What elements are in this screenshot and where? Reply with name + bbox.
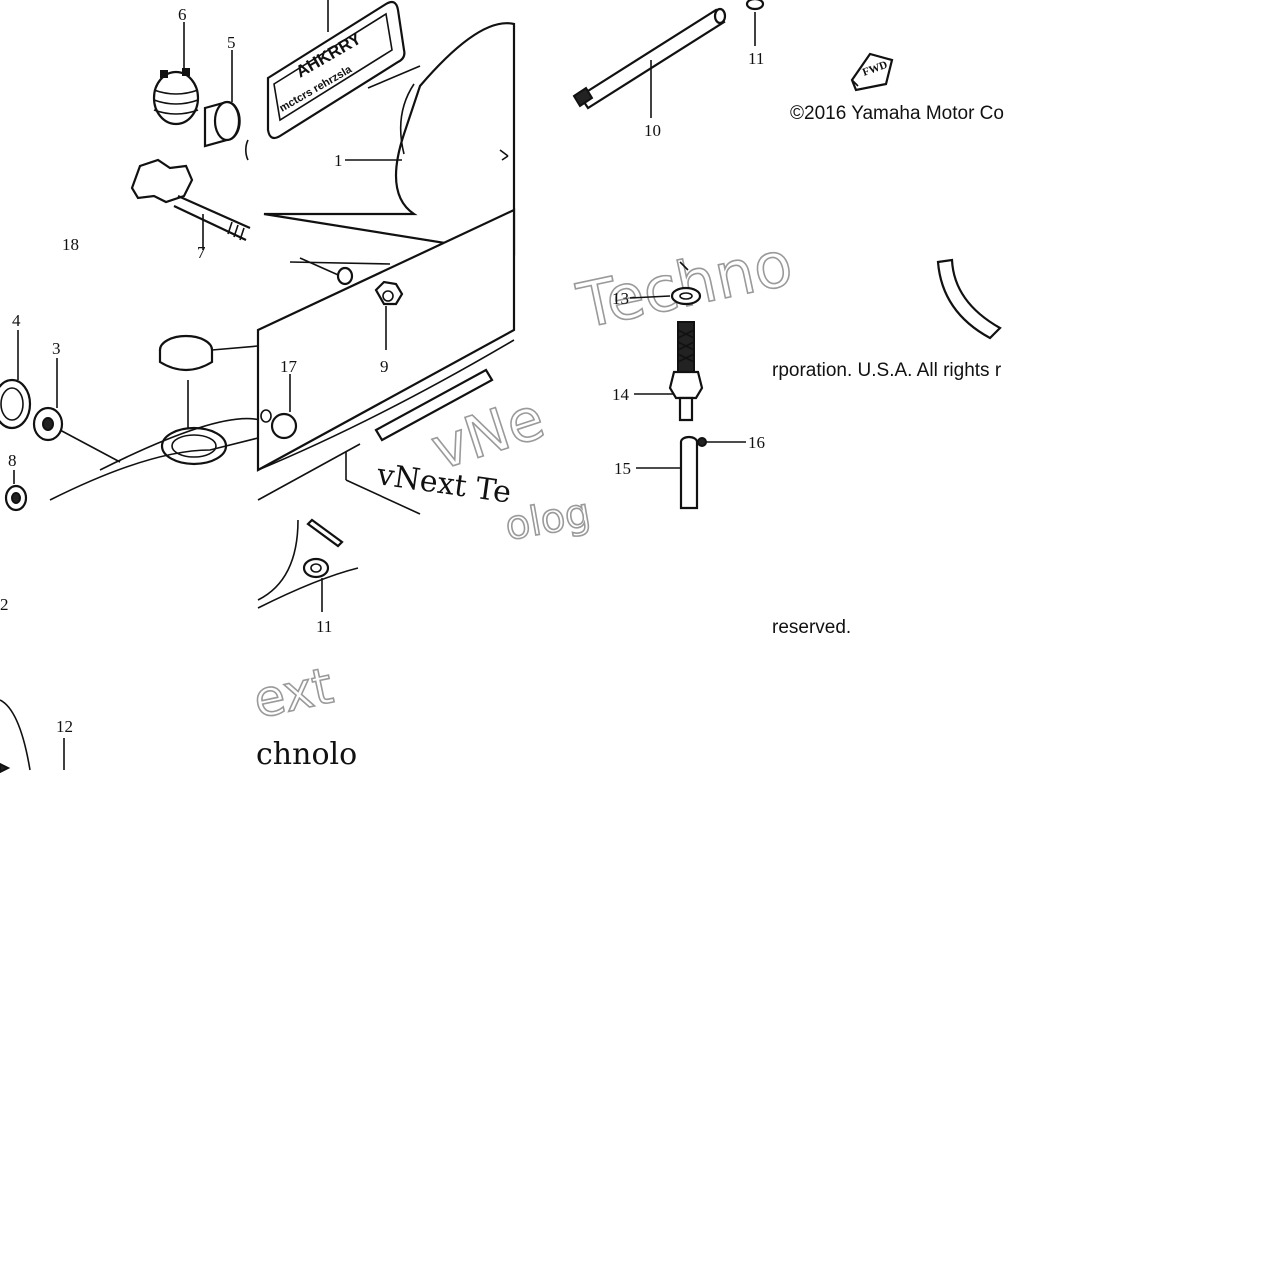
part-3-seal: 3 <box>32 339 64 442</box>
part-16-clip: 16 <box>697 433 765 452</box>
tile-middle-right: Techno 13 14 15 16 <box>570 226 799 510</box>
tile-lower-center: 11 ext chnolo <box>248 518 359 772</box>
part-8-washer: 8 <box>4 451 28 512</box>
callout-5: 5 <box>227 33 236 52</box>
part-9-nut: 9 <box>374 280 404 376</box>
watermark-6: olog <box>502 490 594 550</box>
callout-11b: 11 <box>316 617 332 636</box>
callout-2: 2 <box>0 595 9 614</box>
watermark-5: chnolo <box>256 737 357 772</box>
part-6-threaded-ring: 6 <box>152 5 200 126</box>
tile-center: 9 17 vNe vNext Te olog <box>256 208 595 551</box>
part-17-grommet: 17 <box>260 357 298 440</box>
tile-top-far-right: FWD ©2016 Yamaha Motor Co rporation. U.S… <box>772 52 1004 638</box>
watermark-4: ext <box>248 657 337 730</box>
part-15-hose: 15 <box>614 435 699 510</box>
part-11-washer: 11 <box>302 557 332 636</box>
fuel-cap <box>158 334 259 466</box>
tile-top-left: 6 5 7 18 AHKRRY mctcrs rehrzsla <box>62 0 406 262</box>
callout-7: 7 <box>197 243 206 262</box>
tile-lower-left: 2 12 <box>0 595 73 774</box>
callout-4: 4 <box>12 311 21 330</box>
part-7-knob-bolt: 7 <box>130 158 251 262</box>
callout-16: 16 <box>748 433 765 452</box>
copyright-part-1: ©2016 Yamaha Motor Co <box>790 103 1004 124</box>
tile-middle-left: 4 3 8 <box>0 311 261 512</box>
callout-10: 10 <box>644 121 661 140</box>
callout-18: 18 <box>62 235 79 254</box>
callout-12: 12 <box>56 717 73 736</box>
copyright-part-3: reserved. <box>772 617 851 638</box>
part-13-washer: 13 <box>612 286 702 308</box>
callout-14: 14 <box>612 385 630 404</box>
part-14-fuel-cock: 14 <box>612 321 704 422</box>
callout-3: 3 <box>52 339 61 358</box>
callout-13: 13 <box>612 289 629 308</box>
callout-8: 8 <box>8 451 17 470</box>
callout-15: 15 <box>614 459 631 478</box>
callout-6: 6 <box>178 5 187 24</box>
tile-top-right: 10 11 <box>572 0 764 140</box>
part-4-ring: 4 <box>0 311 32 430</box>
callout-9: 9 <box>380 357 389 376</box>
callout-1: 1 <box>334 151 343 170</box>
callout-17: 17 <box>280 357 298 376</box>
callout-11a: 11 <box>748 49 764 68</box>
copyright-part-2: rporation. U.S.A. All rights r <box>772 360 1002 381</box>
part-5-bushing: 5 <box>203 33 241 148</box>
tank-label-plate: AHKRRY mctcrs rehrzsla <box>266 0 406 140</box>
fwd-arrow-icon: FWD <box>850 52 894 92</box>
